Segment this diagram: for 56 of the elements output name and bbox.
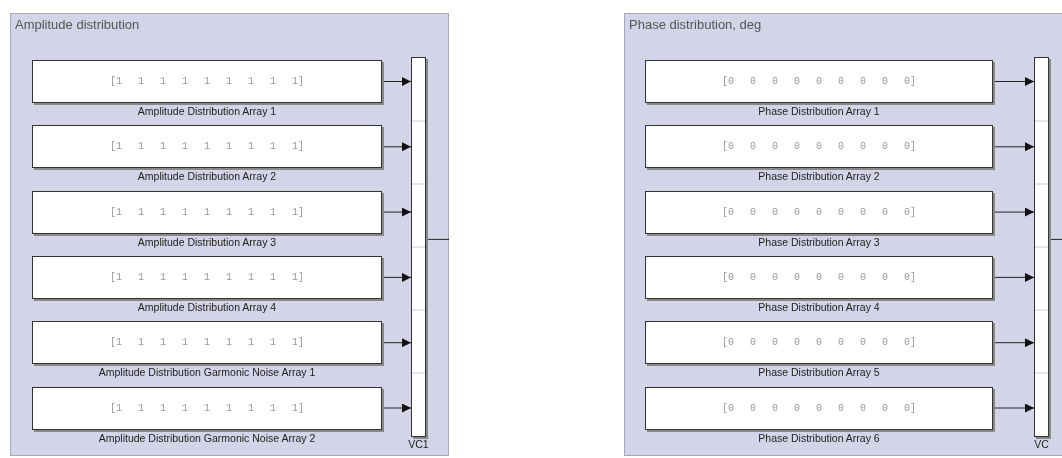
- subsystem-panel: [624, 13, 1062, 456]
- array-value: [1 1 1 1 1 1 1 1 1]: [110, 402, 304, 414]
- block-label: Phase Distribution Array 3: [758, 235, 880, 248]
- block-label: Amplitude Distribution Array 4: [137, 300, 277, 313]
- signal-arrow: [994, 403, 1035, 413]
- panel-title: Phase distribution, deg: [629, 17, 762, 32]
- constant-block: [32, 190, 382, 234]
- block-label: Amplitude Distribution Garmonic Noise Array 1: [98, 366, 316, 379]
- constant-block: [32, 60, 382, 103]
- signal-arrow: [383, 77, 412, 86]
- signal-arrow: [994, 142, 1035, 152]
- signal-arrow: [383, 403, 412, 413]
- block-label: VC: [1034, 438, 1049, 450]
- array-value: [0 0 0 0 0 0 0 0 0]: [722, 402, 916, 414]
- block-label: Amplitude Distribution Array 1: [137, 105, 277, 117]
- constant-block: [32, 125, 382, 169]
- array-value: [1 1 1 1 1 1 1 1 1]: [110, 271, 304, 283]
- signal-arrow: [383, 338, 412, 348]
- block-label: Amplitude Distribution Array 2: [137, 170, 277, 183]
- signal-arrow: [994, 272, 1035, 282]
- block-label: Phase Distribution Array 4: [758, 300, 880, 313]
- signal-arrow: [383, 142, 412, 152]
- block-label: Phase Distribution Array 6: [758, 431, 880, 444]
- block-label: Phase Distribution Array 1: [758, 105, 880, 117]
- block-label: Phase Distribution Array 5: [758, 366, 880, 379]
- block-label: Phase Distribution Array 2: [758, 170, 880, 183]
- constant-block: [32, 321, 382, 365]
- constant-block: [645, 255, 993, 299]
- array-value: [1 1 1 1 1 1 1 1 1]: [110, 206, 304, 218]
- signal-arrow: [994, 338, 1035, 348]
- array-value: [0 0 0 0 0 0 0 0 0]: [722, 206, 916, 218]
- array-value: [0 0 0 0 0 0 0 0 0]: [722, 141, 916, 153]
- constant-block: [32, 255, 382, 299]
- block-label: VC1: [408, 438, 429, 450]
- signal-arrow: [383, 207, 412, 217]
- constant-block: [645, 321, 993, 365]
- array-value: [0 0 0 0 0 0 0 0 0]: [722, 76, 916, 87]
- signal-arrow: [994, 77, 1035, 86]
- constant-block: [645, 386, 993, 430]
- constant-block: [32, 386, 382, 430]
- constant-block: [645, 190, 993, 234]
- array-value: [1 1 1 1 1 1 1 1 1]: [110, 76, 304, 87]
- array-value: [1 1 1 1 1 1 1 1 1]: [110, 141, 304, 153]
- array-value: [0 0 0 0 0 0 0 0 0]: [722, 337, 916, 349]
- signal-arrow: [994, 207, 1035, 217]
- array-value: [1 1 1 1 1 1 1 1 1]: [110, 337, 304, 349]
- block-label: Amplitude Distribution Garmonic Noise Array 2: [98, 431, 316, 444]
- block-label: Amplitude Distribution Array 3: [137, 235, 277, 248]
- vector-concatenate-bar: [411, 57, 426, 437]
- panel-title: Amplitude distribution: [15, 17, 140, 32]
- array-value: [0 0 0 0 0 0 0 0 0]: [722, 271, 916, 283]
- constant-block: [645, 125, 993, 169]
- subsystem-panel: [10, 13, 449, 456]
- constant-block: [645, 60, 993, 103]
- vector-concatenate-bar: [1034, 57, 1049, 437]
- signal-arrow: [383, 272, 412, 282]
